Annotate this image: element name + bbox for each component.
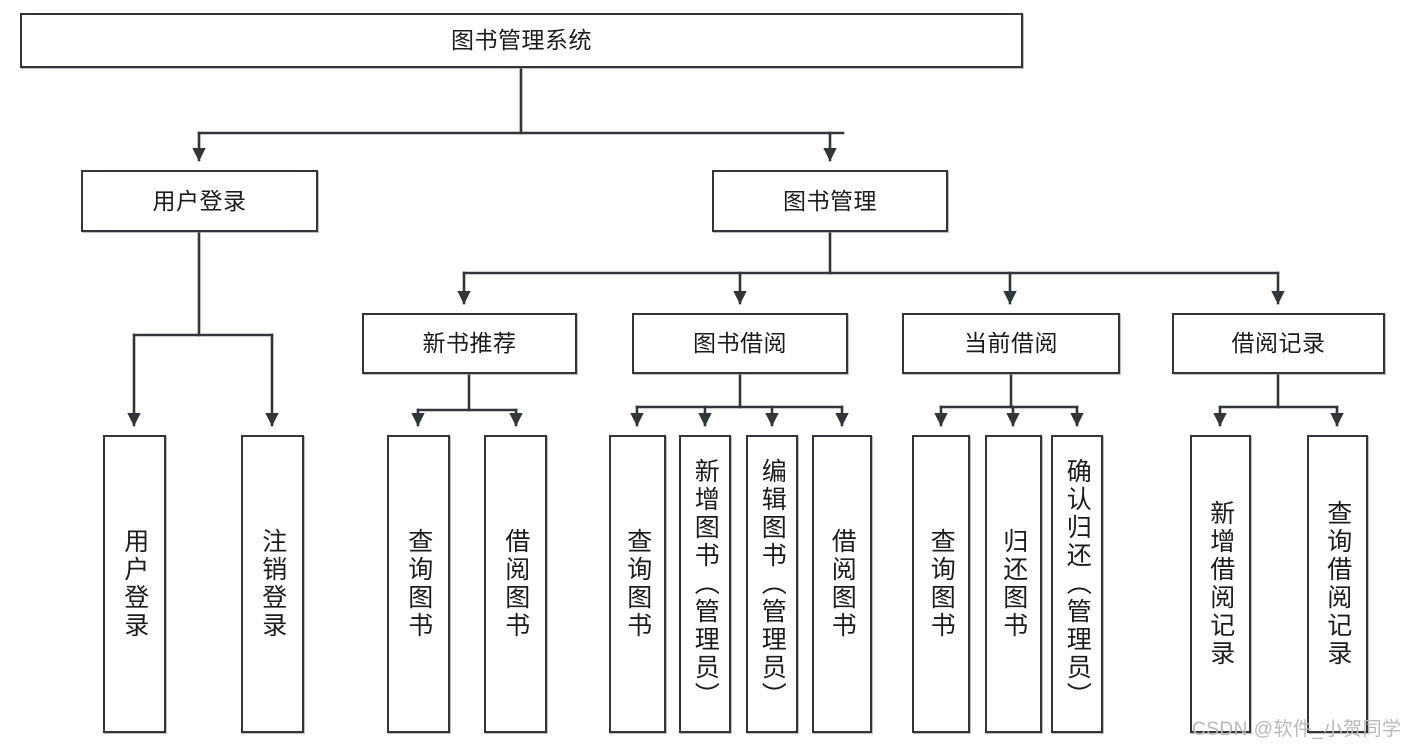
node-user-login-label: 用户登录 xyxy=(152,187,247,214)
node-book-borrow-label: 图书借阅 xyxy=(693,330,787,357)
node-borrow-record[interactable]: 借阅记录 xyxy=(1172,313,1385,374)
node-leaf-borrow-book-2-label: 借阅图书 xyxy=(828,528,857,640)
node-leaf-return-book-label: 归还图书 xyxy=(999,528,1028,640)
node-leaf-user-login-label: 用户登录 xyxy=(120,528,149,640)
node-leaf-edit-book-admin-label: 编辑图书（管理员） xyxy=(758,458,787,710)
node-root[interactable]: 图书管理系统 xyxy=(20,13,1023,68)
node-leaf-query-borrow-record-label: 查询借阅记录 xyxy=(1323,500,1352,668)
node-leaf-borrow-book-1[interactable]: 借阅图书 xyxy=(484,435,547,733)
node-book-borrow[interactable]: 图书借阅 xyxy=(632,313,848,374)
node-borrow-record-label: 借阅记录 xyxy=(1231,330,1326,357)
node-leaf-user-logout[interactable]: 注销登录 xyxy=(241,435,304,733)
node-leaf-add-book-admin-label: 新增图书（管理员） xyxy=(691,458,720,710)
node-root-label: 图书管理系统 xyxy=(451,27,592,54)
node-leaf-query-book-1[interactable]: 查询图书 xyxy=(387,435,450,733)
node-leaf-user-logout-label: 注销登录 xyxy=(258,528,287,640)
node-current-borrow-label: 当前借阅 xyxy=(964,330,1058,357)
node-new-book-recommend[interactable]: 新书推荐 xyxy=(362,313,577,374)
node-leaf-confirm-return-admin-label: 确认归还（管理员） xyxy=(1063,458,1092,710)
node-leaf-query-book-2[interactable]: 查询图书 xyxy=(609,435,666,733)
node-leaf-borrow-book-1-label: 借阅图书 xyxy=(501,528,530,640)
node-leaf-confirm-return-admin[interactable]: 确认归还（管理员） xyxy=(1051,435,1103,733)
node-leaf-query-book-2-label: 查询图书 xyxy=(623,528,652,640)
node-leaf-return-book[interactable]: 归还图书 xyxy=(985,435,1042,733)
node-book-manage-label: 图书管理 xyxy=(783,187,877,214)
node-user-login[interactable]: 用户登录 xyxy=(81,170,318,232)
node-leaf-query-borrow-record[interactable]: 查询借阅记录 xyxy=(1307,435,1368,733)
node-leaf-add-book-admin[interactable]: 新增图书（管理员） xyxy=(679,435,731,733)
node-new-book-recommend-label: 新书推荐 xyxy=(422,330,517,357)
node-leaf-query-book-1-label: 查询图书 xyxy=(404,528,433,640)
node-leaf-edit-book-admin[interactable]: 编辑图书（管理员） xyxy=(746,435,798,733)
node-leaf-add-borrow-record-label: 新增借阅记录 xyxy=(1206,500,1235,668)
node-leaf-query-book-3-label: 查询图书 xyxy=(927,528,956,640)
node-book-manage[interactable]: 图书管理 xyxy=(712,170,948,232)
node-leaf-query-book-3[interactable]: 查询图书 xyxy=(912,435,970,733)
node-current-borrow[interactable]: 当前借阅 xyxy=(902,313,1120,374)
node-leaf-user-login[interactable]: 用户登录 xyxy=(103,435,166,733)
node-leaf-borrow-book-2[interactable]: 借阅图书 xyxy=(812,435,872,733)
node-leaf-add-borrow-record[interactable]: 新增借阅记录 xyxy=(1190,435,1251,733)
csdn-watermark: CSDN @软件_小贺同学 xyxy=(1192,719,1402,740)
